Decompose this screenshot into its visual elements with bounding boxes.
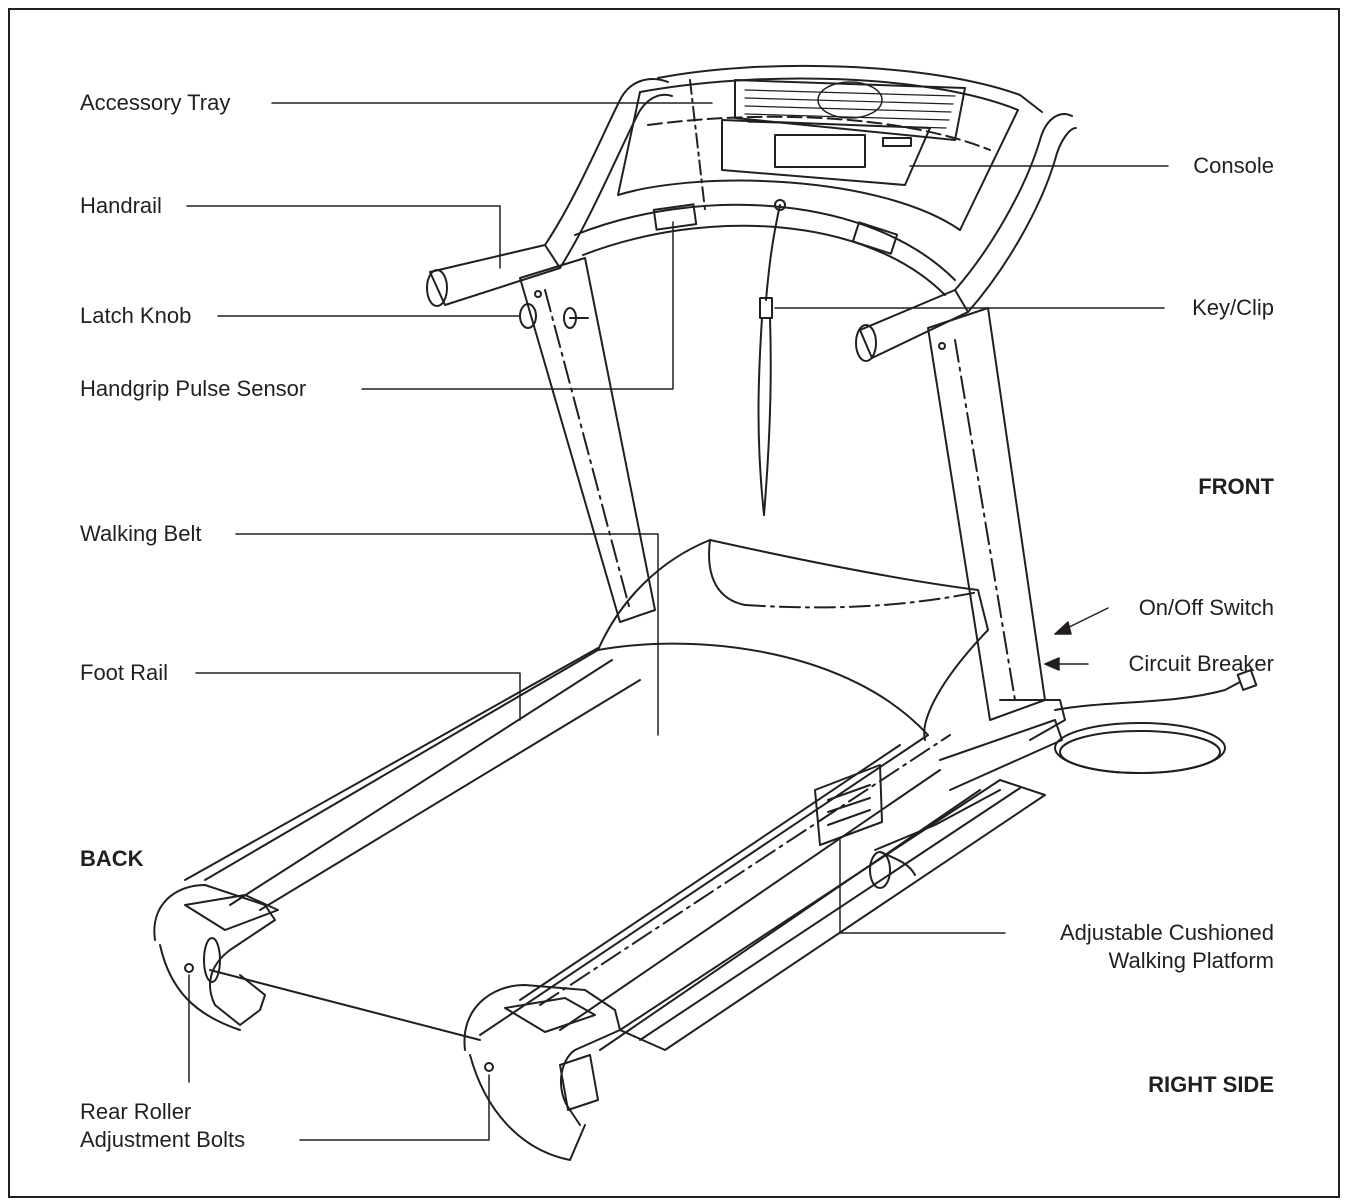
front-base (869, 699, 1066, 889)
right-side-rail (619, 779, 1046, 1051)
label-accessory-tray: Accessory Tray (80, 90, 231, 115)
label-cushioned-line1: Adjustable Cushioned (1059, 920, 1274, 945)
label-rear-roller-line1: Rear Roller (80, 1099, 192, 1124)
cushioning-knob (814, 764, 883, 846)
leader-walking-belt (235, 533, 659, 736)
label-front: FRONT (1198, 474, 1274, 499)
left-rear-endcap (153, 884, 279, 1031)
label-latch-knob: Latch Knob (80, 303, 192, 328)
leader-rear-roller (299, 1074, 490, 1141)
right-upright (927, 307, 1046, 721)
right-foot-rail (519, 734, 981, 1051)
left-upright (519, 257, 656, 623)
label-back: BACK (80, 846, 144, 871)
label-console: Console (1193, 153, 1274, 178)
right-handrail (855, 113, 1077, 362)
power-cord (1054, 669, 1258, 774)
leader-handgrip-pulse-sensor (361, 221, 674, 390)
key-clip (757, 204, 781, 516)
left-foot-rail (184, 647, 641, 911)
handrail-arch (574, 199, 956, 296)
walking-belt (204, 642, 929, 1041)
console-assembly (617, 64, 1043, 231)
label-right-side: RIGHT SIDE (1148, 1072, 1274, 1097)
left-handrail (426, 78, 673, 307)
leader-cushioned-platform (839, 839, 1006, 934)
leader-lines (186, 102, 1169, 1141)
motor-hood (597, 539, 989, 741)
label-key-clip: Key/Clip (1192, 295, 1274, 320)
label-handrail: Handrail (80, 193, 162, 218)
leader-foot-rail (195, 672, 521, 721)
label-handgrip-pulse-sensor: Handgrip Pulse Sensor (80, 376, 307, 401)
label-rear-roller-line2: Adjustment Bolts (80, 1127, 246, 1152)
label-foot-rail: Foot Rail (80, 660, 169, 685)
label-cushioned-line2: Walking Platform (1108, 948, 1274, 973)
label-on-off-switch: On/Off Switch (1138, 595, 1274, 620)
label-walking-belt: Walking Belt (80, 521, 202, 546)
diagram-frame (8, 8, 1340, 1198)
right-rear-endcap (463, 984, 621, 1161)
label-circuit-breaker: Circuit Breaker (1128, 651, 1274, 676)
